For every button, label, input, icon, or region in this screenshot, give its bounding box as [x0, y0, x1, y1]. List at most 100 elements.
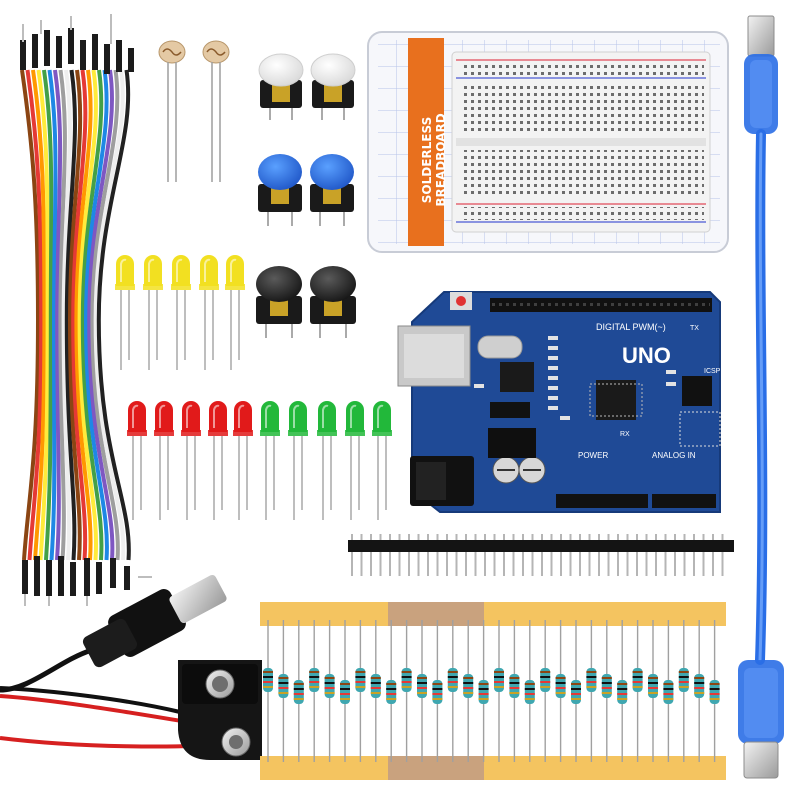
jumper-wire — [44, 319, 53, 561]
wire-ribbon-bottom — [22, 319, 131, 561]
jumper-wire — [74, 319, 93, 561]
resistor — [586, 620, 597, 762]
resistor — [617, 620, 628, 762]
led — [288, 401, 308, 520]
resistor — [494, 620, 504, 762]
resistor — [386, 620, 397, 762]
wire-ribbon-top — [20, 69, 131, 321]
led-row-yellow — [115, 255, 245, 370]
board-logo: UNO — [622, 343, 671, 368]
led — [260, 401, 280, 520]
jumper-pins-top — [20, 14, 134, 74]
resistor — [709, 620, 720, 762]
package-label-strip — [408, 38, 444, 246]
jumper-wire — [68, 319, 82, 561]
photoresistor — [202, 40, 230, 182]
resistor — [370, 620, 381, 762]
tactile-button-black — [310, 266, 356, 338]
resistor — [340, 620, 350, 762]
resistor — [632, 620, 643, 762]
jumper-wire — [64, 319, 77, 561]
icsp-header — [682, 376, 712, 406]
jumper-wire — [84, 69, 109, 321]
resistor — [509, 620, 520, 762]
jumper-wire-bundle — [20, 14, 152, 606]
crystal — [477, 335, 523, 359]
arduino-uno-board: UNO DIGITAL PWM(~) POWER ANALOG IN ICSP … — [397, 291, 721, 513]
jumper-wire — [61, 319, 72, 561]
board-silk-rx: RX — [620, 431, 630, 438]
jumper-wire — [77, 319, 98, 561]
jumper-wire — [42, 69, 54, 321]
tactile-button-set — [256, 53, 356, 338]
jumper-wire — [22, 319, 40, 561]
analog-header — [652, 494, 716, 508]
right-header — [679, 411, 721, 447]
resistor — [417, 620, 427, 762]
photoresistor-pair — [158, 40, 230, 182]
jumper-wire — [96, 69, 131, 321]
jumper-wire — [55, 319, 61, 561]
breadboard — [451, 51, 711, 233]
resistor — [694, 620, 705, 762]
resistor — [278, 620, 289, 762]
resistor — [447, 620, 458, 762]
jumper-wire — [90, 69, 120, 321]
package-label-line1: SOLDERLESS — [420, 117, 434, 203]
resistor — [540, 620, 551, 762]
usb-cable — [738, 15, 784, 779]
tactile-button-blue — [310, 154, 354, 226]
jumper-wire — [58, 319, 66, 561]
resistor — [555, 620, 566, 762]
breadboard-package: SOLDERLESS BREADBOARD — [367, 31, 729, 253]
jumper-wire — [36, 69, 50, 321]
jumper-wire — [71, 319, 88, 561]
led — [143, 255, 163, 370]
resistor — [355, 620, 366, 762]
tactile-button-white — [310, 53, 356, 120]
jumper-wire — [80, 319, 104, 561]
led — [115, 255, 135, 370]
jumper-wire — [61, 69, 72, 321]
jumper-wire — [77, 69, 98, 321]
led-row-green — [260, 401, 392, 520]
jumper-wire — [47, 69, 58, 321]
jumper-wire — [64, 69, 77, 321]
jumper-wire — [31, 69, 47, 321]
jumper-wire — [38, 319, 50, 561]
led — [208, 401, 228, 520]
jumper-wire — [84, 319, 109, 561]
resistor — [293, 620, 304, 762]
jumper-wire — [87, 319, 115, 561]
package-label-line2: BREADBOARD — [434, 113, 448, 206]
jumper-wire — [58, 69, 67, 321]
board-silk-tx: TX — [690, 325, 699, 332]
tactile-button-black — [256, 266, 302, 338]
battery-snap — [178, 660, 262, 760]
led — [372, 401, 392, 520]
resistor — [601, 620, 612, 762]
resistor — [648, 620, 658, 762]
led — [345, 401, 365, 520]
resistor-strip — [260, 602, 726, 780]
power-header — [556, 494, 648, 508]
board-silk-power: POWER — [578, 451, 608, 460]
board-silk-icsp: ICSP — [704, 368, 721, 375]
jumper-wire — [87, 69, 114, 321]
led — [171, 255, 191, 370]
jumper-wire — [68, 69, 83, 321]
led — [317, 401, 337, 520]
jumper-wire — [71, 69, 88, 321]
resistor — [263, 620, 273, 762]
pin-header-strip — [348, 534, 734, 576]
microcontroller-chip — [596, 380, 636, 420]
jumper-wire — [27, 319, 44, 561]
resistor — [678, 620, 689, 762]
dc-barrel-plug — [82, 574, 227, 668]
board-silk-digital: DIGITAL PWM(~) — [596, 322, 666, 332]
dc-plug-battery-snap — [0, 574, 262, 760]
led — [225, 255, 245, 370]
resistor — [571, 620, 581, 762]
resistor — [463, 620, 474, 762]
